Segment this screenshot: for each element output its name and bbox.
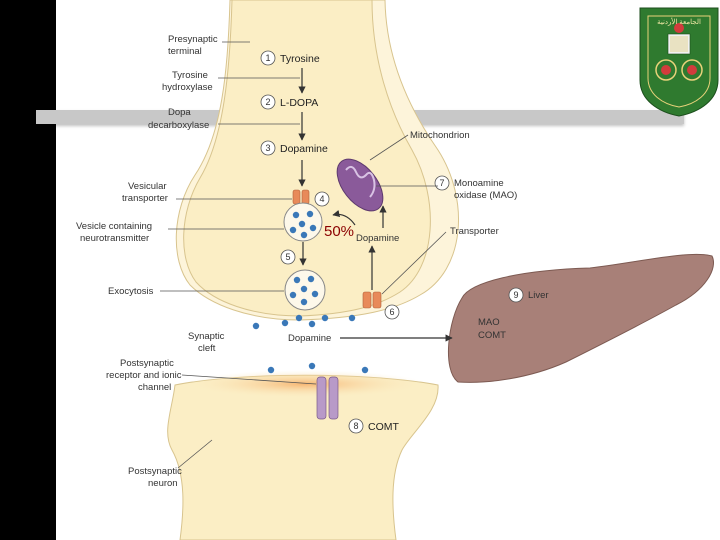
step-1-circle — [260, 50, 276, 66]
liver-label: Liver — [528, 290, 549, 301]
step-9-number: 9 — [513, 290, 518, 300]
mitochondrion-label: Mitochondrion — [410, 130, 470, 141]
presynaptic-terminal-label-2: terminal — [168, 46, 202, 57]
tyrosine-hydroxylase-label-2: hydroxylase — [162, 82, 213, 93]
step-4-circle — [314, 191, 330, 207]
exocytosis-vesicle — [284, 269, 326, 311]
vesicle-label-2: neurotransmitter — [80, 233, 149, 244]
step-8-number: 8 — [353, 421, 358, 431]
postsynaptic-receptor-callout — [181, 374, 317, 385]
step-2-circle — [260, 94, 276, 110]
arrow-dopamine-to-vesicle-reuptake — [332, 210, 356, 226]
presynaptic-terminal — [183, 0, 431, 317]
mao-label-line2: oxidase (MAO) — [454, 190, 517, 201]
postsynaptic-neuron-label-1: Postsynaptic — [128, 466, 182, 477]
mitochondrion-callout — [369, 134, 409, 161]
transporter-callout — [381, 231, 447, 295]
dopamine-cytosolic-label: Dopamine — [356, 233, 399, 244]
transporter-label: Transporter — [450, 226, 499, 237]
postsynaptic-neuron-callout — [177, 439, 213, 469]
step-8-circle — [348, 418, 364, 434]
step-2-number: 2 — [265, 97, 270, 107]
step-1-number: 1 — [265, 53, 270, 63]
vesicle-label-1: Vesicle containing — [76, 221, 152, 232]
step-2-label: L-DOPA — [280, 97, 318, 109]
postsynaptic-receptor — [316, 376, 339, 420]
step-3-circle — [260, 140, 276, 156]
tyrosine-hydroxylase-label-1: Tyrosine — [172, 70, 208, 81]
dopa-decarboxylase-label-2: decarboxylase — [148, 120, 209, 131]
postsynaptic-neuron-label-2: neuron — [148, 478, 178, 489]
presynaptic-terminal-label-1: Presynaptic — [168, 34, 218, 45]
dopa-decarboxylase-label-1: Dopa — [168, 107, 191, 118]
step-7-circle — [434, 175, 450, 191]
step-3-number: 3 — [265, 143, 270, 153]
vesicular-transporter-label-2: transporter — [122, 193, 168, 204]
step-7-number: 7 — [439, 178, 444, 188]
step-1-label: Tyrosine — [280, 53, 320, 65]
step-6-circle — [384, 304, 400, 320]
postsynaptic-density-glow — [185, 370, 425, 398]
mao-label-line1: Monoamine — [454, 178, 504, 189]
postsynaptic-neuron — [167, 374, 439, 540]
vesicle — [283, 202, 323, 242]
percent-annotation: 50% — [324, 223, 354, 240]
vesicular-transporter-label-1: Vesicular — [128, 181, 167, 192]
university-emblem: الجامعة الأردنية — [639, 7, 719, 117]
mitochondrion — [336, 158, 384, 212]
postsynaptic-receptor-label-2: receptor and ionic — [106, 370, 182, 381]
dopamine-cleft-label: Dopamine — [288, 333, 331, 344]
emblem-arabic-text: الجامعة الأردنية — [657, 16, 701, 26]
postsynaptic-receptor-label-3: channel — [138, 382, 171, 393]
exocytosis-label: Exocytosis — [108, 286, 154, 297]
step-8-label: COMT — [368, 421, 399, 433]
step-4-number: 4 — [319, 194, 324, 204]
step-5-circle — [280, 249, 296, 265]
liver-comt-label: COMT — [478, 330, 506, 341]
step-3-label: Dopamine — [280, 143, 328, 155]
cleft-molecules — [252, 314, 369, 374]
step-5-number: 5 — [285, 252, 290, 262]
synaptic-cleft-label-1: Synaptic — [188, 331, 225, 342]
liver — [447, 253, 714, 383]
presynaptic-transporter — [362, 291, 382, 309]
postsynaptic-receptor-label-1: Postsynaptic — [120, 358, 174, 369]
step-9-circle — [508, 287, 524, 303]
step-6-number: 6 — [389, 307, 394, 317]
liver-mao-label: MAO — [478, 317, 500, 328]
synaptic-cleft-label-2: cleft — [198, 343, 216, 354]
